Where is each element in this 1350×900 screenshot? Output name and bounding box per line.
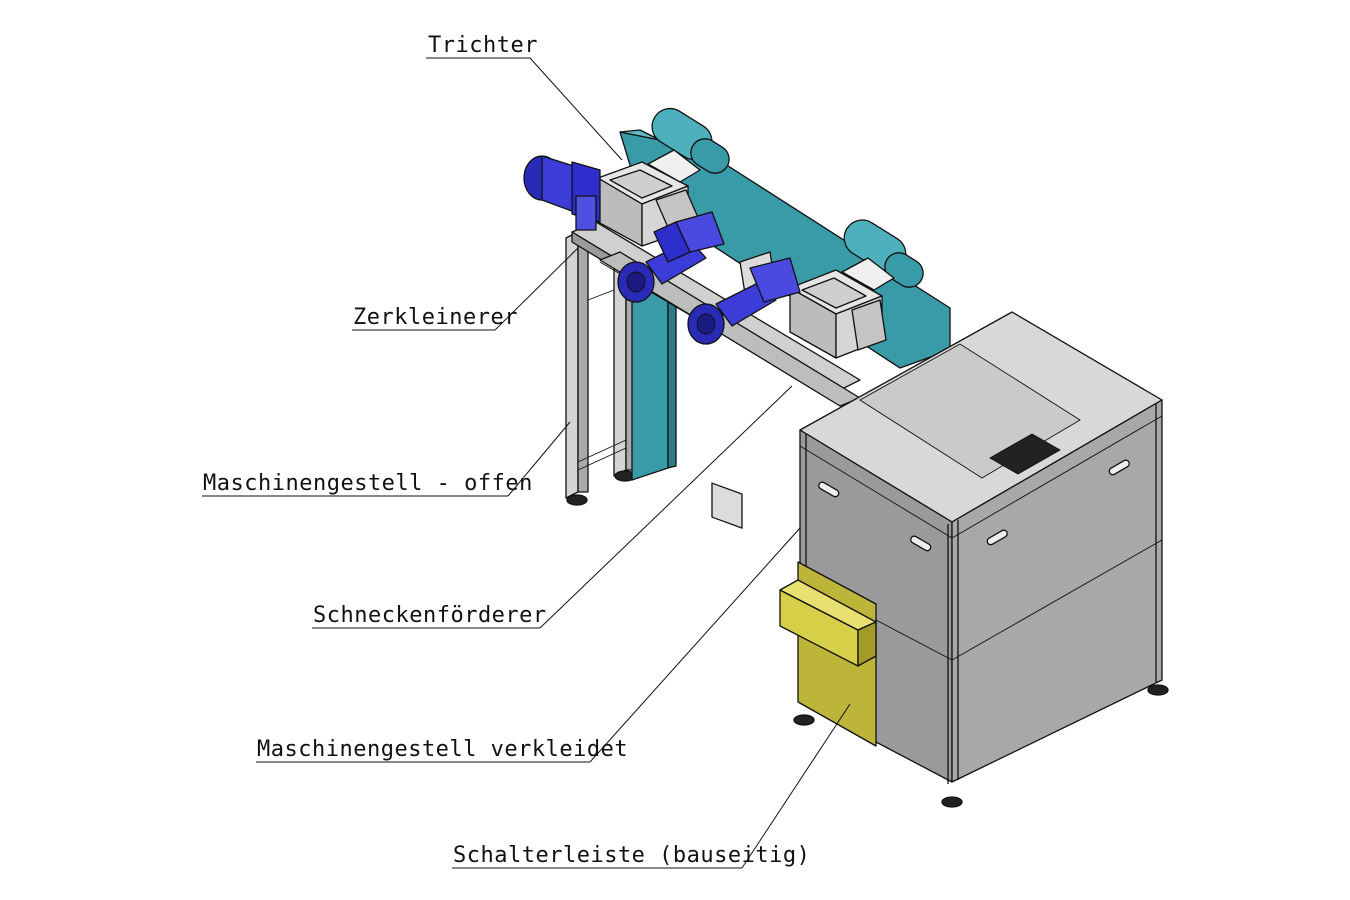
label-maschinengestell-offen: Maschinengestell - offen bbox=[203, 471, 533, 496]
label-zerkleinerer: Zerkleinerer bbox=[353, 305, 518, 330]
label-schneckenfoerderer: Schneckenförderer bbox=[313, 603, 547, 628]
label-schalterleiste: Schalterleiste (bauseitig) bbox=[453, 843, 810, 868]
label-trichter: Trichter bbox=[428, 33, 538, 58]
switch-bar bbox=[779, 561, 877, 747]
leader-lines bbox=[202, 57, 851, 869]
teal-rollers bbox=[651, 107, 924, 288]
clad-machine-cabinet bbox=[793, 311, 1169, 808]
shredder-1 bbox=[597, 149, 743, 529]
drive-motors bbox=[523, 155, 801, 345]
label-maschinengestell-verkleidet: Maschinengestell verkleidet bbox=[257, 737, 628, 762]
